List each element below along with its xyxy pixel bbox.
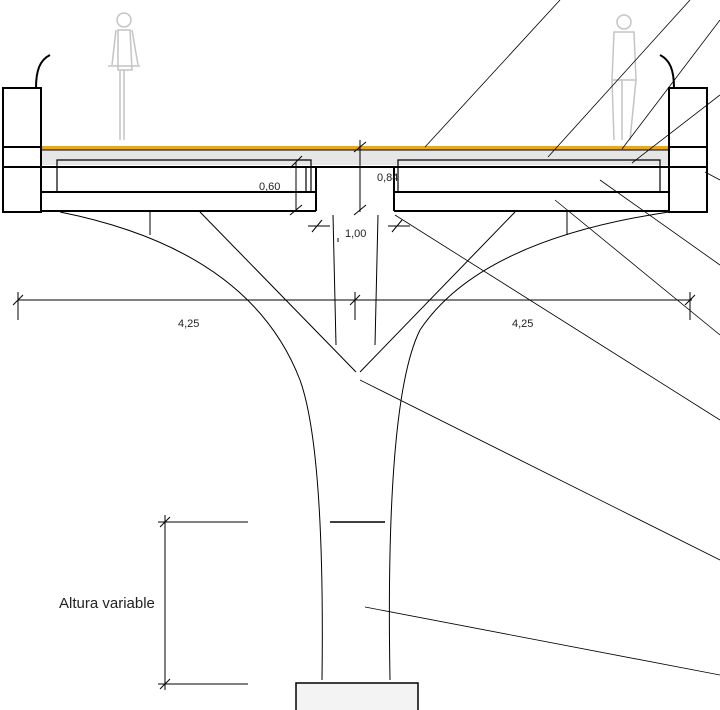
- dimension-lines: [12, 140, 696, 690]
- lamp-post-right: [659, 54, 675, 89]
- dimension-label-girder: 0,60: [259, 181, 281, 193]
- concrete-slab: [41, 150, 669, 165]
- dimension-label-gap: 1,00: [345, 228, 367, 240]
- pedestrian-figure: [611, 14, 637, 141]
- dimension-label-deck: 0,84: [377, 172, 399, 184]
- cyclist-figure: [108, 12, 140, 140]
- deck-voids: [56, 159, 661, 192]
- deck-structure: [2, 87, 708, 213]
- pier-height-label: Altura variable: [59, 595, 155, 612]
- arch-structure: [59, 211, 670, 681]
- leader-lines: [359, 0, 720, 676]
- dimension-label-span-right: 4,25: [512, 318, 534, 330]
- foundation: [295, 682, 419, 710]
- dimension-label-span-left: 4,25: [178, 318, 200, 330]
- lamp-post-left: [35, 54, 51, 89]
